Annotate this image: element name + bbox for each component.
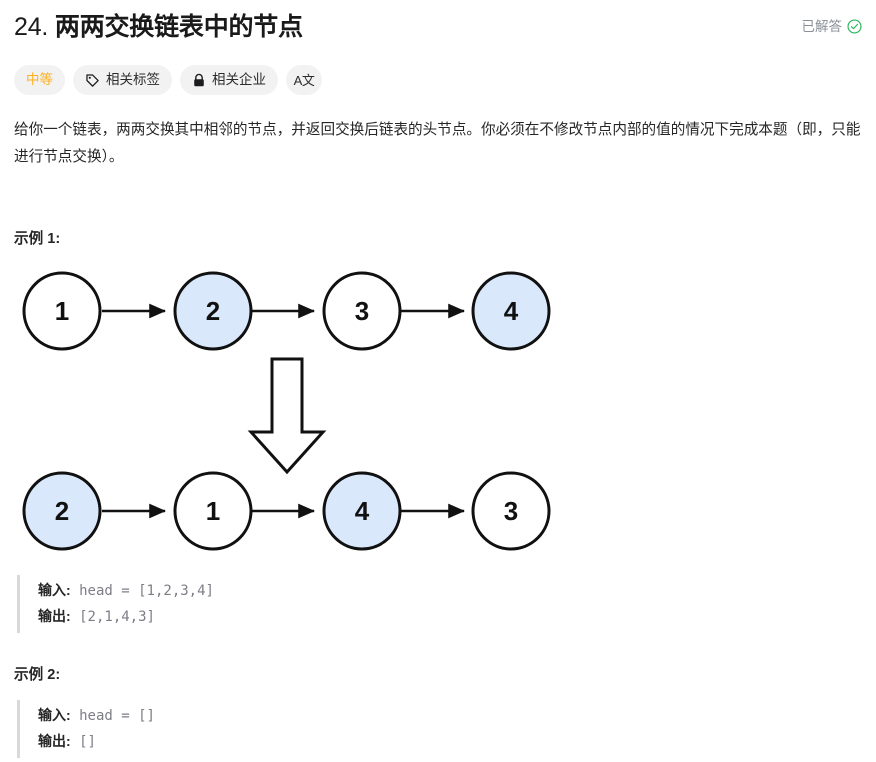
related-companies-button[interactable]: 相关企业 — [180, 65, 278, 95]
input-value: head = [] — [79, 708, 155, 724]
node-after-4: 3 — [471, 471, 551, 551]
node-label: 2 — [55, 496, 69, 526]
translate-button[interactable]: A文 — [286, 65, 322, 95]
input-label: 输入: — [38, 707, 71, 723]
example-1-heading: 示例 1: — [14, 231, 61, 247]
check-circle-icon — [847, 19, 862, 34]
node-before-4: 4 — [471, 271, 551, 351]
example-1-output-line: 输出: [2,1,4,3] — [38, 604, 862, 630]
node-before-2: 2 — [173, 271, 253, 351]
linked-list-diagram: 1 2 3 4 — [14, 264, 862, 559]
page-title: 24. 两两交换链表中的节点 — [14, 10, 303, 44]
input-label: 输入: — [38, 582, 71, 598]
problem-title-text: 两两交换链表中的节点 — [54, 13, 303, 41]
related-tags-label: 相关标签 — [106, 72, 160, 88]
related-companies-label: 相关企业 — [212, 72, 266, 88]
output-value: [] — [79, 734, 96, 750]
output-label: 输出: — [38, 608, 71, 624]
output-value: [2,1,4,3] — [79, 609, 155, 625]
node-label: 3 — [355, 296, 369, 326]
example-2-code-block: 输入: head = [] 输出: [] — [17, 700, 862, 758]
status-badge: 已解答 — [802, 19, 863, 34]
example-2-input-line: 输入: head = [] — [38, 703, 862, 729]
node-before-1: 1 — [22, 271, 102, 351]
tag-icon — [86, 73, 99, 87]
node-label: 2 — [206, 296, 220, 326]
down-block-arrow-icon — [247, 357, 327, 475]
badge-row: 中等 相关标签 相关企业 A文 — [14, 65, 862, 95]
node-after-1: 2 — [22, 471, 102, 551]
example-2-output-line: 输出: [] — [38, 729, 862, 755]
translate-icon: A文 — [293, 72, 315, 88]
problem-number: 24. — [14, 13, 49, 41]
node-label: 1 — [206, 496, 220, 526]
title-row: 24. 两两交换链表中的节点 已解答 — [14, 10, 862, 44]
problem-description: 给你一个链表，两两交换其中相邻的节点，并返回交换后链表的头节点。你必须在不修改节… — [14, 122, 861, 165]
after-row: 2 1 4 3 — [22, 471, 551, 551]
swap-illustration: 1 2 3 4 — [22, 271, 551, 551]
before-row: 1 2 3 4 — [22, 271, 551, 351]
lock-icon — [194, 73, 204, 86]
node-label: 4 — [355, 496, 370, 526]
difficulty-badge[interactable]: 中等 — [14, 65, 65, 95]
output-label: 输出: — [38, 733, 71, 749]
node-after-3: 4 — [322, 471, 402, 551]
example-2-heading: 示例 2: — [14, 667, 61, 683]
input-value: head = [1,2,3,4] — [79, 583, 214, 599]
node-label: 4 — [504, 296, 519, 326]
node-label: 3 — [504, 496, 518, 526]
status-label: 已解答 — [801, 18, 843, 34]
difficulty-label: 中等 — [26, 72, 53, 88]
node-after-2: 1 — [173, 471, 253, 551]
example-1-input-line: 输入: head = [1,2,3,4] — [38, 578, 862, 604]
node-before-3: 3 — [322, 271, 402, 351]
related-tags-button[interactable]: 相关标签 — [73, 65, 172, 95]
node-label: 1 — [55, 296, 69, 326]
example-1-code-block: 输入: head = [1,2,3,4] 输出: [2,1,4,3] — [17, 575, 862, 633]
